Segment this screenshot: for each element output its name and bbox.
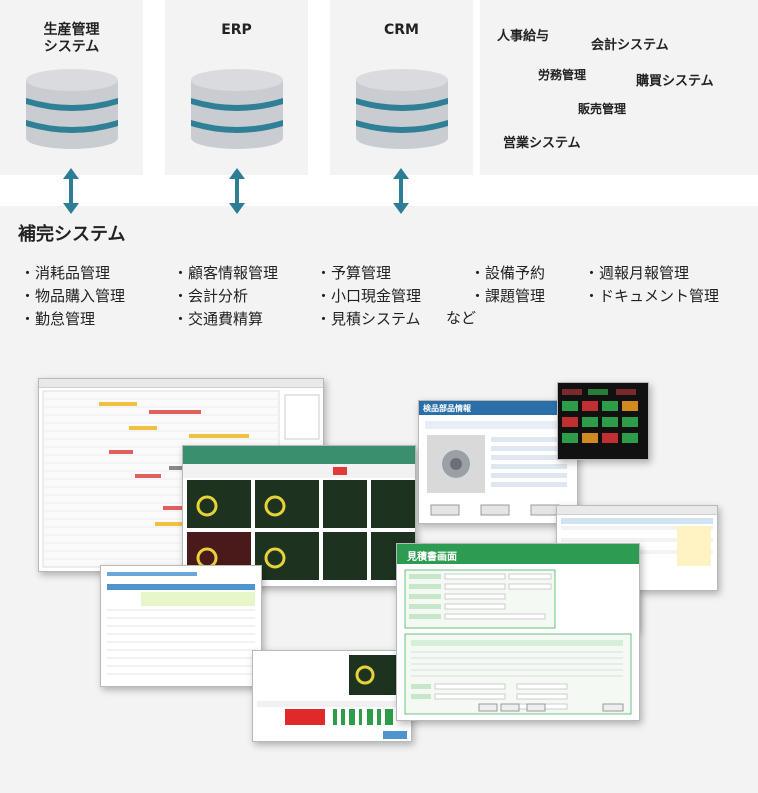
estimate-screenshot: 見積書画面 (396, 543, 640, 721)
feature-item: ・見積システム (316, 310, 421, 328)
feature-column: ・消耗品管理 ・物品購入管理 ・勤怠管理 (20, 262, 125, 331)
database-icon (191, 69, 283, 149)
spreadsheet-body (107, 572, 255, 675)
system-title-line: ERP (221, 22, 252, 38)
system-title-line: システム (43, 39, 100, 55)
feature-column: ・週報月報管理 ・ドキュメント管理 (584, 262, 719, 308)
feature-column: ・顧客情報管理 ・会計分析 ・交通費精算 (173, 262, 278, 331)
other-system-label: 販売管理 (578, 102, 627, 116)
product-screen-body (425, 421, 571, 516)
estimate-screen-title: 見積書画面 (407, 552, 457, 563)
feature-item: ・小口現金管理 (316, 287, 422, 305)
feature-column: ・設備予約 ・課題管理 (470, 262, 545, 308)
feature-item: ・課題管理 (470, 287, 546, 305)
feature-item: ・ドキュメント管理 (584, 287, 720, 305)
bidirectional-arrow-icon (229, 168, 245, 214)
feature-column: ・予算管理 ・小口現金管理 ・見積システム (316, 262, 421, 331)
bidirectional-arrow-icon (63, 168, 79, 214)
product-screenshot: 検品部品情報 (418, 400, 578, 524)
window-titlebar (39, 379, 323, 388)
window-titlebar (557, 506, 717, 515)
feature-item: ・週報月報管理 (584, 264, 690, 282)
production-line-body (257, 655, 407, 739)
feature-item: ・顧客情報管理 (173, 264, 279, 282)
other-system-label: 会計システム (591, 38, 669, 53)
other-system-label: 人事給与 (497, 29, 550, 44)
feature-item: ・交通費精算 (173, 310, 264, 328)
production-line-screenshot (252, 650, 412, 742)
spreadsheet-screenshot (100, 565, 262, 687)
feature-item: ・物品購入管理 (20, 287, 126, 305)
system-title-crm: CRM (330, 22, 473, 39)
system-title-line: 生産管理 (43, 22, 100, 38)
database-icon (356, 69, 448, 149)
other-system-label: 労務管理 (538, 68, 587, 82)
feature-item: ・予算管理 (316, 264, 392, 282)
database-icon (26, 69, 118, 149)
system-title-erp: ERP (165, 22, 308, 39)
complement-title: 補完システム (18, 224, 126, 245)
status-board-screenshot (557, 382, 649, 460)
panel-other-systems (480, 0, 758, 175)
etc-label: など (446, 309, 477, 327)
feature-item: ・消耗品管理 (20, 264, 111, 282)
feature-item: ・会計分析 (173, 287, 249, 305)
monitoring-screenshot (182, 445, 416, 587)
bidirectional-arrow-icon (393, 168, 409, 214)
status-board (558, 383, 648, 459)
other-system-label: 購買システム (636, 74, 714, 89)
estimate-screen-body (404, 569, 632, 715)
system-title-line: CRM (384, 22, 419, 38)
feature-item: ・設備予約 (470, 264, 546, 282)
feature-item: ・勤怠管理 (20, 310, 96, 328)
system-title-production: 生産管理 システム (0, 22, 143, 56)
other-system-label: 営業システム (503, 136, 581, 151)
product-screen-title: 検品部品情報 (423, 404, 471, 413)
